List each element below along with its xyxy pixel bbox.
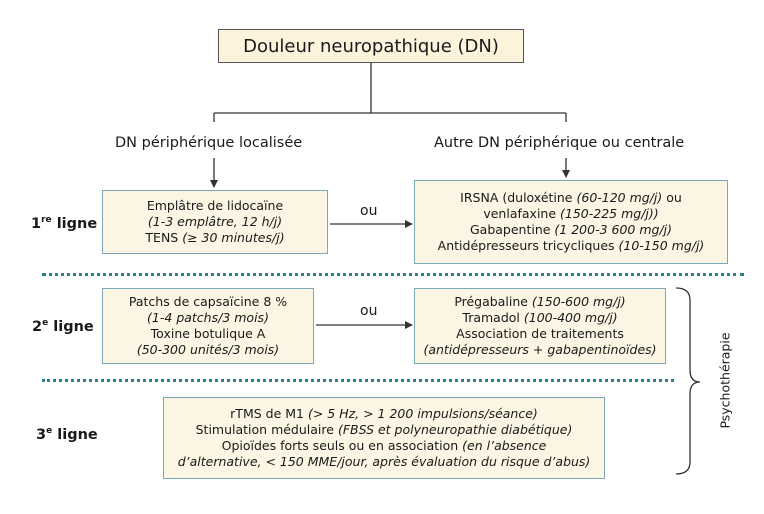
tricycliques-line: Antidépresseurs tricycliques (10-150 mg/… <box>437 238 705 253</box>
tramadol-line: Tramadol (100-400 mg/j) <box>462 310 618 325</box>
stimulation-line: Stimulation médulaire (FBSS et polyneuro… <box>195 422 573 437</box>
main-title: Douleur neuropathique (DN) <box>243 35 499 57</box>
or-label-first: ou <box>360 203 378 219</box>
first-line-left-box: Emplâtre de lidocaïne (1-3 emplâtre, 12 … <box>102 190 328 254</box>
pregabaline-line: Prégabaline (150-600 mg/j) <box>454 294 626 309</box>
association-detail: (antidépresseurs + gabapentinoïdes) <box>423 342 657 357</box>
rtms-line: rTMS de M1 (> 5 Hz, > 1 200 impulsions/s… <box>230 406 538 421</box>
venlafaxine-line: venlafaxine (150-225 mg/j)) <box>483 206 659 221</box>
association-line: Association de traitements <box>456 326 624 341</box>
main-title-box: Douleur neuropathique (DN) <box>218 29 524 63</box>
branch-label-localized: DN périphérique localisée <box>115 135 303 151</box>
psychotherapy-label: Psychothérapie <box>717 332 733 429</box>
third-line-box: rTMS de M1 (> 5 Hz, > 1 200 impulsions/s… <box>163 397 605 479</box>
irsna-line: IRSNA (duloxétine (60-120 mg/j) ou <box>460 190 682 205</box>
second-line-left-box: Patchs de capsaïcine 8 % (1-4 patchs/3 m… <box>102 288 314 364</box>
capsaicine-line: Patchs de capsaïcine 8 % <box>128 294 288 309</box>
second-line-right-box: Prégabaline (150-600 mg/j) Tramadol (100… <box>414 288 666 364</box>
branch-label-other: Autre DN périphérique ou centrale <box>434 135 685 151</box>
toxine-line: Toxine botulique A <box>150 326 266 341</box>
tens-line: TENS (≥ 30 minutes/j) <box>145 230 285 245</box>
separator-2-3 <box>42 379 674 382</box>
capsaicine-dose: (1-4 patchs/3 mois) <box>147 310 269 325</box>
opioides-line: Opioïdes forts seuls ou en association (… <box>221 438 547 453</box>
lidocaine-dose: (1-3 emplâtre, 12 h/j) <box>147 214 283 229</box>
toxine-dose: (50-300 unités/3 mois) <box>136 342 280 357</box>
first-line-label: 1re ligne <box>31 215 98 232</box>
second-line-label: 2e ligne <box>32 318 94 335</box>
first-line-right-box: IRSNA (duloxétine (60-120 mg/j) ou venla… <box>414 180 728 264</box>
or-label-second: ou <box>360 303 378 319</box>
separator-1-2 <box>42 273 744 276</box>
gabapentine-line: Gabapentine (1 200-3 600 mg/j) <box>469 222 673 237</box>
opioides-detail: d’alternative, < 150 MME/jour, après éva… <box>177 454 591 469</box>
lidocaine-line: Emplâtre de lidocaïne <box>146 198 284 213</box>
third-line-label: 3e ligne <box>36 426 98 443</box>
